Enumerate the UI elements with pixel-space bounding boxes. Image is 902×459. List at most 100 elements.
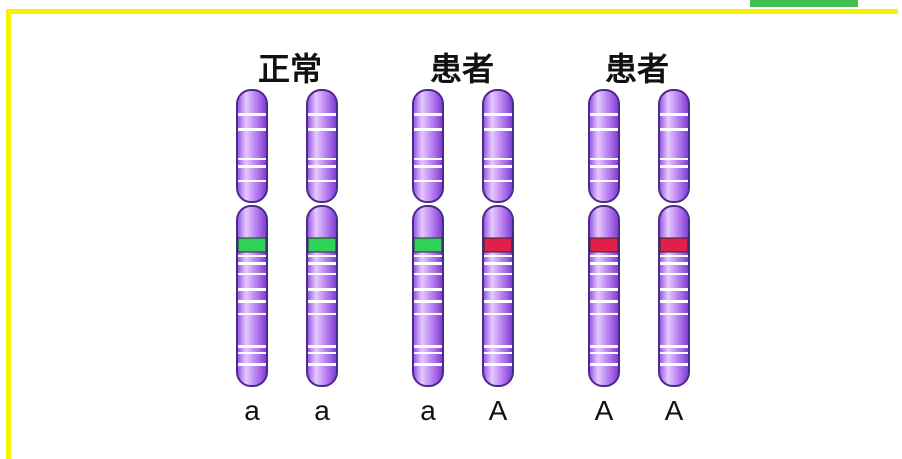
chromosome-band <box>484 180 512 182</box>
group-label-normal: 正常 <box>258 50 322 88</box>
chromosome-band <box>660 113 688 116</box>
chromosome-band <box>484 262 512 265</box>
chromosome-band <box>590 352 618 354</box>
allele-label-2: a <box>314 395 330 426</box>
group-label-patient-1: 患者 <box>430 50 494 88</box>
chromosome-band <box>660 165 688 168</box>
chromosome-band <box>414 262 442 265</box>
gene-locus-band <box>483 237 513 253</box>
group-normal: 正常 <box>258 50 322 88</box>
chromosome-band <box>238 363 266 366</box>
group-label-patient-2: 患者 <box>605 50 669 88</box>
chromosome-band <box>660 158 688 160</box>
chromosome-band <box>308 345 336 348</box>
gene-locus-band <box>237 237 267 253</box>
chromosome-band <box>308 128 336 131</box>
chromosome-band <box>590 300 618 303</box>
chromosome-band <box>484 313 512 315</box>
chromosome-band <box>308 300 336 303</box>
chromosome-band <box>590 345 618 348</box>
chromosome-band <box>590 128 618 131</box>
chromosome-band <box>484 288 512 291</box>
chromosome-band <box>308 113 336 116</box>
chromosome-band <box>484 363 512 366</box>
chromosome-band <box>238 113 266 116</box>
chromosome-band <box>660 352 688 354</box>
green-tab <box>750 0 858 7</box>
chromosome-band <box>238 300 266 303</box>
chromosome-band <box>660 262 688 265</box>
chromosome-band <box>414 363 442 366</box>
gene-locus-band <box>307 237 337 253</box>
chromosome-band <box>484 113 512 116</box>
chromosome-band <box>660 345 688 348</box>
chromosome-band <box>414 300 442 303</box>
chromosome-band <box>308 180 336 182</box>
chromosome-band <box>590 288 618 291</box>
chromosome-band <box>590 165 618 168</box>
gene-locus-band <box>589 237 619 253</box>
chromosome-band <box>484 158 512 160</box>
chromosome-band <box>660 300 688 303</box>
chromosome-band <box>590 113 618 116</box>
chromosome-band <box>238 180 266 182</box>
chromosome-3 <box>412 89 444 387</box>
chromosome-band <box>414 180 442 182</box>
chromosome-band <box>660 313 688 315</box>
chromosome-band <box>414 273 442 275</box>
chromosome-band <box>238 273 266 275</box>
gene-locus-band <box>659 237 689 253</box>
chromosome-band <box>308 165 336 168</box>
chromosome-band <box>660 180 688 182</box>
chromosome-band <box>484 352 512 354</box>
chromosome-band <box>484 345 512 348</box>
chromosome-band <box>308 288 336 291</box>
chromosome-arm-short <box>588 89 620 203</box>
chromosome-band <box>414 158 442 160</box>
chromosome-band <box>238 345 266 348</box>
chromosome-band <box>238 255 266 257</box>
chromosome-arm-short <box>236 89 268 203</box>
allele-label-4: A <box>489 395 508 426</box>
chromosome-arm-short <box>658 89 690 203</box>
chromosome-band <box>414 345 442 348</box>
group-patient-1: 患者 <box>430 50 494 88</box>
chromosome-band <box>414 255 442 257</box>
chromosome-band <box>308 255 336 257</box>
chromosome-band <box>660 128 688 131</box>
chromosome-band <box>308 262 336 265</box>
yellow-frame <box>6 9 898 459</box>
chromosome-band <box>414 165 442 168</box>
chromosome-arm-long <box>482 205 514 387</box>
chromosome-arm-long <box>412 205 444 387</box>
chromosome-band <box>308 352 336 354</box>
allele-label-5: A <box>595 395 614 426</box>
chromosome-band <box>414 313 442 315</box>
chromosome-1 <box>236 89 268 387</box>
allele-label-3: a <box>420 395 436 426</box>
chromosome-band <box>238 313 266 315</box>
chromosome-arm-long <box>306 205 338 387</box>
chromosome-band <box>660 288 688 291</box>
chromosome-band <box>484 300 512 303</box>
chromosome-2 <box>306 89 338 387</box>
chromosome-band <box>238 165 266 168</box>
chromosome-band <box>660 273 688 275</box>
chromosome-arm-short <box>306 89 338 203</box>
chromosome-band <box>660 255 688 257</box>
chromosome-band <box>660 363 688 366</box>
chromosome-arm-short <box>412 89 444 203</box>
chromosome-arm-short <box>482 89 514 203</box>
chromosome-4 <box>482 89 514 387</box>
chromosome-band <box>238 288 266 291</box>
chromosome-band <box>238 352 266 354</box>
chromosome-band <box>484 255 512 257</box>
chromosome-band <box>590 158 618 160</box>
chromosome-band <box>414 352 442 354</box>
chromosome-band <box>414 288 442 291</box>
chromosome-5 <box>588 89 620 387</box>
chromosome-arm-long <box>658 205 690 387</box>
chromosome-band <box>484 273 512 275</box>
